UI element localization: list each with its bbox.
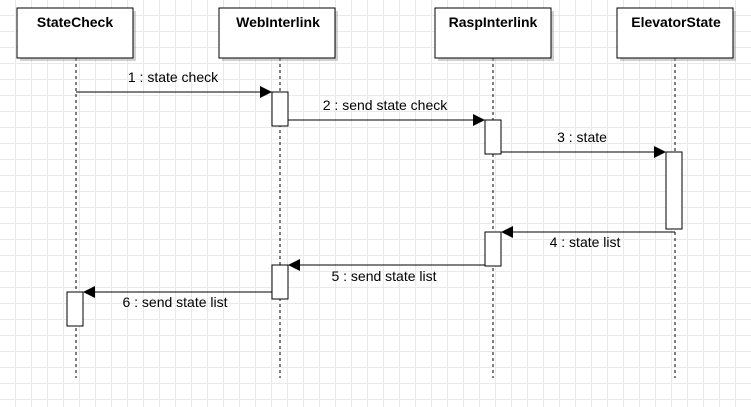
arrowhead-right	[654, 146, 666, 158]
participant-elevatorstate[interactable]: ElevatorState	[616, 7, 736, 61]
message-6[interactable]: 6 : send state list	[83, 286, 272, 310]
message-5[interactable]: 5 : send state list	[288, 259, 485, 284]
message-2[interactable]: 2 : send state check	[288, 97, 485, 126]
message-label: 4 : state list	[550, 234, 621, 250]
message-label: 6 : send state list	[122, 294, 227, 310]
activation-webinterlink-2[interactable]	[271, 264, 289, 300]
arrowhead-left	[501, 226, 513, 238]
participant-label: RaspInterlink	[449, 14, 538, 30]
message-label: 1 : state check	[128, 69, 219, 85]
participant-raspinterlink[interactable]: RaspInterlink	[434, 7, 554, 61]
participant-label: ElevatorState	[631, 14, 721, 30]
participant-label: WebInterlink	[236, 14, 320, 30]
activation-raspinterlink-2[interactable]	[484, 231, 502, 267]
participant-statecheck[interactable]: StateCheck	[16, 7, 136, 61]
arrowhead-left	[83, 286, 95, 298]
participant-label: StateCheck	[37, 14, 113, 30]
message-4[interactable]: 4 : state list	[501, 226, 675, 250]
message-3[interactable]: 3 : state	[501, 129, 666, 158]
message-label: 2 : send state check	[323, 97, 449, 113]
activation-elevatorstate[interactable]	[665, 151, 683, 230]
arrowhead-right	[473, 114, 485, 126]
arrowhead-left	[288, 259, 300, 271]
activation-statecheck[interactable]	[66, 291, 84, 327]
message-label: 3 : state	[557, 129, 607, 145]
activation-webinterlink-1[interactable]	[271, 91, 289, 127]
activation-raspinterlink-1[interactable]	[484, 119, 502, 155]
message-label: 5 : send state list	[331, 268, 436, 284]
participant-webinterlink[interactable]: WebInterlink	[218, 7, 338, 61]
message-1[interactable]: 1 : state check	[76, 69, 272, 98]
arrowhead-right	[260, 86, 272, 98]
